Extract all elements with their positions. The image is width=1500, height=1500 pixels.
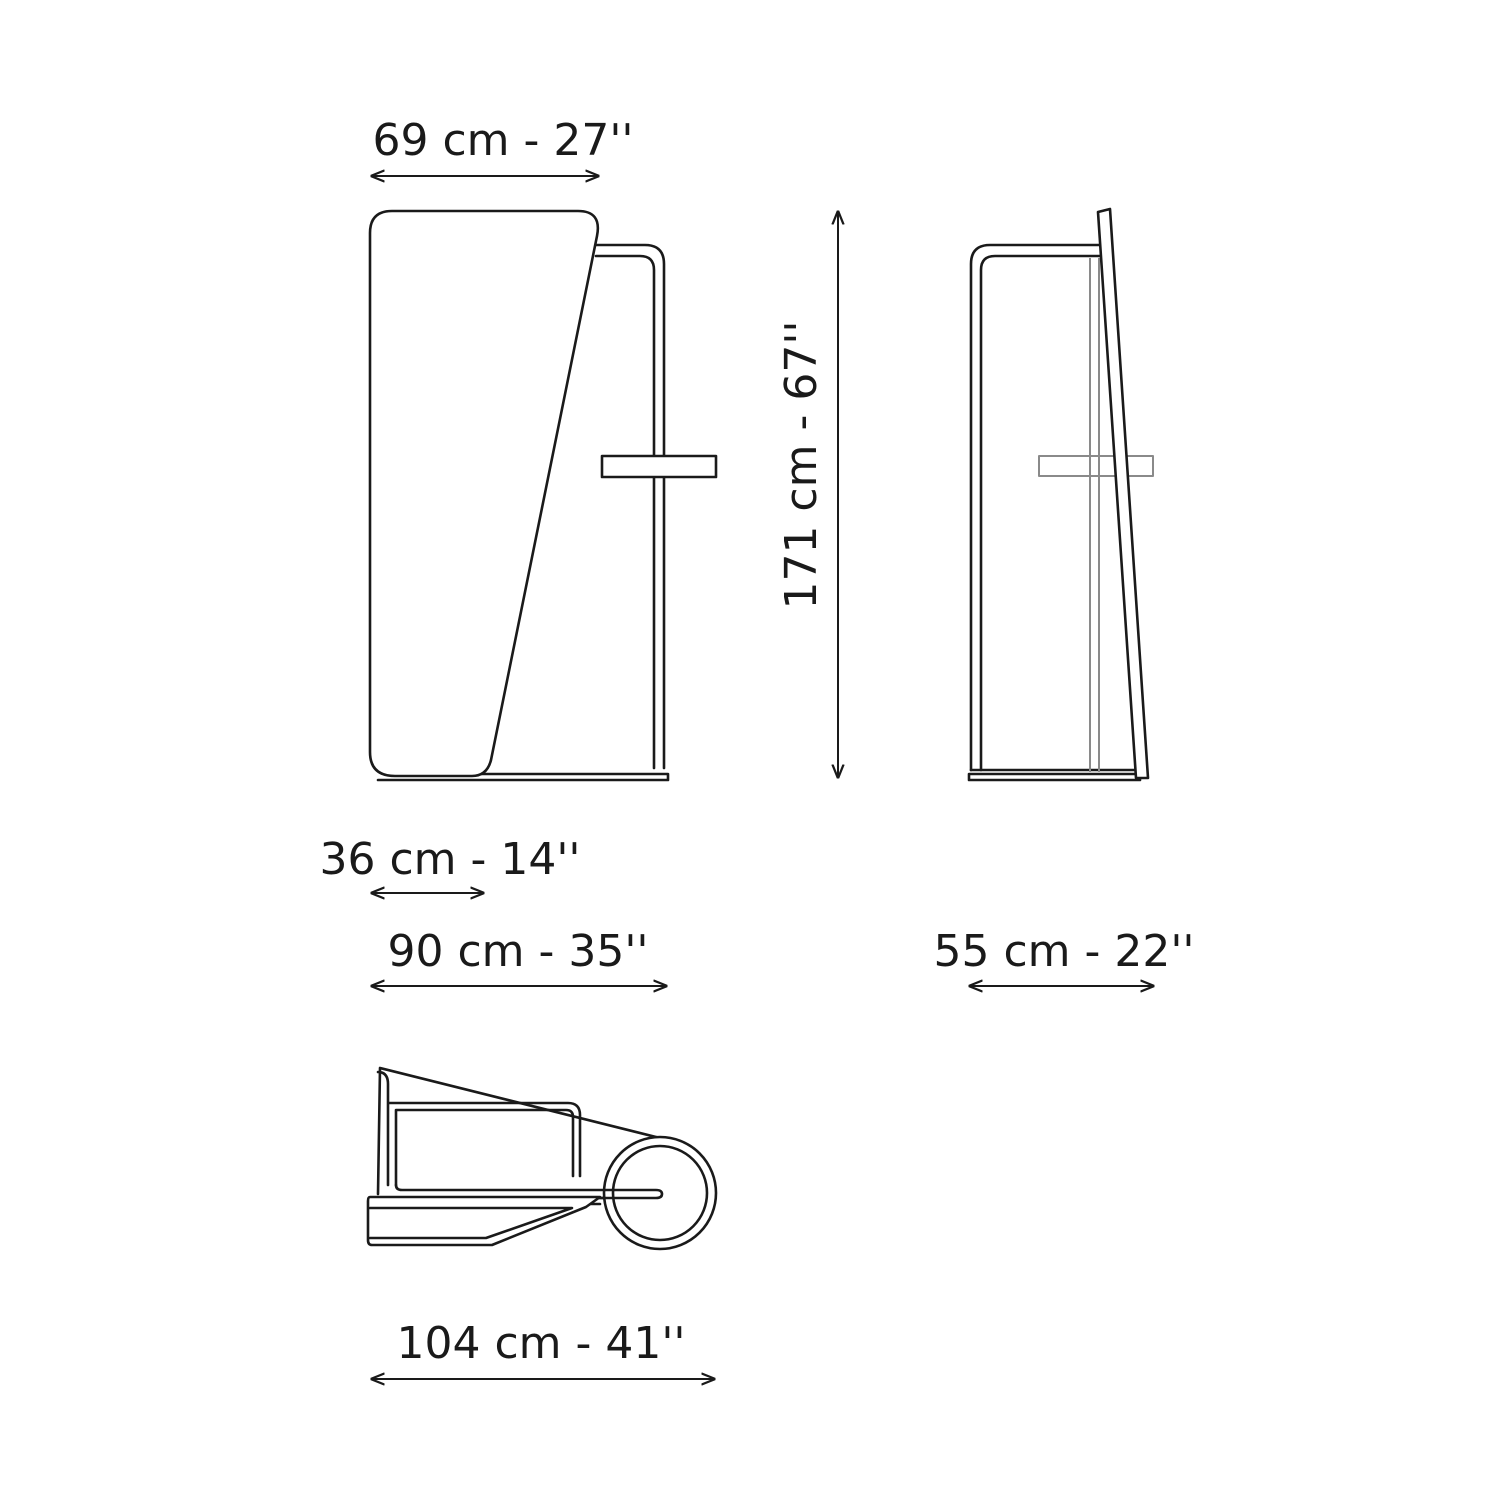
top-round-tray-inner [611, 1144, 709, 1242]
side-frame-inner [979, 254, 1102, 772]
top-base-plate-inner [368, 1206, 574, 1240]
top-frame-outer [376, 1070, 582, 1187]
top-view: 104 cm - 41'' [366, 1066, 718, 1379]
side-mirror-panel [1096, 207, 1150, 780]
dimension-front-base-width-label: 90 cm - 35'' [387, 926, 648, 977]
front-view: 69 cm - 27'' 36 cm - 14'' 90 cm - 35'' [319, 115, 718, 986]
height-dimension: 171 cm - 67'' [776, 212, 838, 777]
top-round-tray-outer [602, 1135, 718, 1251]
side-view: 55 cm - 22'' [933, 207, 1195, 986]
top-tray-handle [598, 1188, 664, 1200]
side-base-bar [967, 768, 1142, 782]
dimension-height-label: 171 cm - 67'' [776, 320, 827, 609]
side-shelf-hidden [1038, 455, 1154, 477]
top-frame-inner [394, 1108, 575, 1187]
dimension-side-width-label: 55 cm - 22'' [933, 926, 1194, 977]
front-frame-outer [592, 243, 666, 770]
front-base-bar [376, 772, 670, 782]
dimension-total-width-label: 104 cm - 41'' [396, 1318, 685, 1369]
front-frame-inner [594, 254, 656, 770]
side-frame-outer [969, 243, 1102, 772]
dimension-front-width-label: 69 cm - 27'' [372, 115, 633, 166]
front-mirror-panel [368, 209, 600, 778]
dimension-base-depth-label: 36 cm - 14'' [319, 834, 580, 885]
front-shelf [600, 454, 718, 479]
